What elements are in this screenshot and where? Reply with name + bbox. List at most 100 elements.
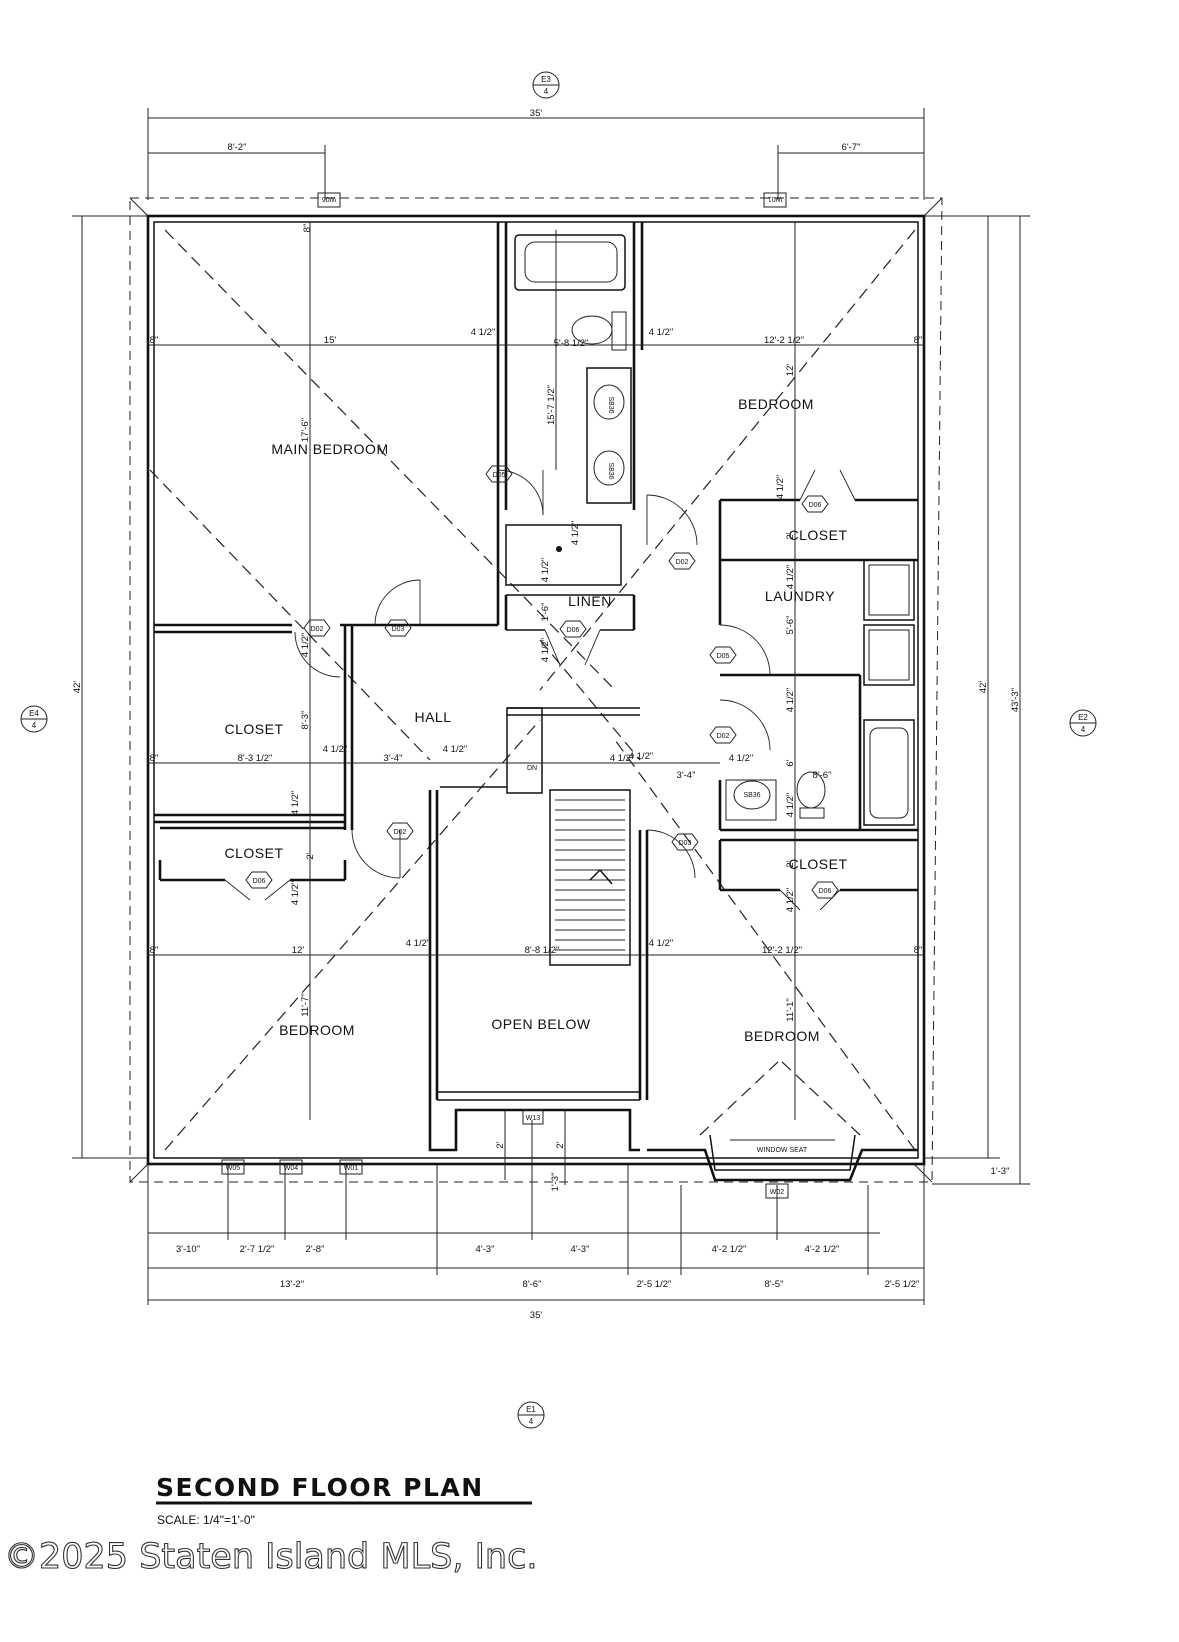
dimension-labels: 35' 8'-2" 6'-7" 42' 42' 43'-3" 8" 8" 15'… [72, 108, 1021, 1321]
dim-right-small: 1'-3" [991, 1166, 1010, 1177]
section-right-sheet: 4 [1081, 725, 1086, 734]
window-tag-w02: W02 [770, 1189, 785, 1196]
section-top-sheet: 4 [544, 87, 549, 96]
svg-text:D02: D02 [394, 829, 407, 836]
room-closet-e: CLOSET [788, 856, 847, 872]
label-window-seat: WINDOW SEAT [757, 1147, 808, 1154]
dim-bot1-f: 4'-2 1/2" [712, 1244, 747, 1255]
dim-main-height: 17'-6" [300, 418, 311, 442]
dim-bath-height: 15'-7 1/2" [546, 385, 557, 425]
dim-right-overall: 43'-3" [1010, 688, 1021, 712]
dim-bed-ne-height: 12' [785, 364, 796, 377]
dim-bed-sw-height: 11'-7" [300, 993, 311, 1017]
dim-top-right: 6'-7" [842, 142, 861, 153]
sink-tag-1: SB36 [607, 396, 614, 413]
room-bedroom-sw: BEDROOM [279, 1022, 355, 1038]
room-hall: HALL [414, 709, 451, 725]
window-tag-w13: W13 [526, 1115, 541, 1122]
svg-text:D02: D02 [676, 559, 689, 566]
dim-row3-b: 4 1/2" [649, 938, 674, 949]
section-marker-top: E3 4 [532, 71, 560, 99]
dim-closet-e-h: 2' [785, 860, 796, 867]
room-main-bedroom: MAIN BEDROOM [271, 441, 388, 457]
room-bedroom-ne: BEDROOM [738, 396, 814, 412]
window-tag-w01-bottom: W01 [344, 1165, 359, 1172]
door-tag-d06-linen: D06 [559, 620, 587, 638]
dim-row1-bath: 5'-8 1/2" [554, 338, 589, 349]
dim-row2-b: 4 1/2" [443, 744, 468, 755]
dim-row1-a: 4 1/2" [471, 327, 496, 338]
dim-top-overall: 35' [530, 108, 543, 119]
dimension-lines [72, 108, 1030, 1305]
plan-title: SECOND FLOOR PLAN [156, 1473, 484, 1502]
svg-text:D06: D06 [567, 627, 580, 634]
dim-row1-b: 4 1/2" [649, 327, 674, 338]
svg-text:D03: D03 [679, 840, 692, 847]
window-tags: W06 W01 W05 W04 W01 W13 W02 [226, 195, 785, 1196]
dim-bot2-e: 2'-5 1/2" [885, 1279, 920, 1290]
svg-text:D03: D03 [392, 626, 405, 633]
room-laundry: LAUNDRY [765, 588, 835, 604]
room-closet-w: CLOSET [224, 721, 283, 737]
dim-row2-bath: 8'-6" [813, 770, 832, 781]
dim-v-j: 4 1/2" [540, 558, 551, 583]
dim-v-f: 4 1/2" [785, 565, 796, 590]
dim-v-l: 4 1/2" [629, 751, 654, 762]
dim-bath2-height: 6' [785, 759, 796, 766]
dim-laundry-height: 5'-6" [785, 616, 796, 635]
window-tag-w01-top: W01 [768, 195, 783, 202]
svg-text:D05: D05 [717, 653, 730, 660]
dim-bot2-a: 13'-2" [280, 1279, 304, 1290]
door-tag-d02-bed-ne: D02 [668, 552, 696, 570]
dim-row2-a: 4 1/2" [323, 744, 348, 755]
door-tag-d05-main: D05 [485, 465, 513, 483]
section-bottom-sheet: 4 [529, 1417, 534, 1426]
dim-row1-bed: 12'-2 1/2" [764, 335, 804, 346]
dim-porch-b: 2' [555, 1141, 566, 1148]
dim-porch-a: 2' [495, 1141, 506, 1148]
svg-text:D02: D02 [311, 626, 324, 633]
dim-row3-a: 4 1/2" [406, 938, 431, 949]
section-right-id: E2 [1078, 713, 1088, 722]
dim-left-overall: 42' [72, 681, 83, 694]
dim-v-i: 4 1/2" [785, 888, 796, 913]
dim-right-inner: 42' [978, 681, 989, 694]
room-bedroom-se: BEDROOM [744, 1028, 820, 1044]
room-closet-sw: CLOSET [224, 845, 283, 861]
dim-bot2-d: 8'-5" [765, 1279, 784, 1290]
dim-bot1-g: 4'-2 1/2" [805, 1244, 840, 1255]
roof-hip-lines [149, 229, 916, 1151]
dim-row3-open: 8'-8 1/2" [525, 945, 560, 956]
dim-v-g: 4 1/2" [785, 688, 796, 713]
door-tag-d02-bath: D02 [709, 726, 737, 744]
dim-bot1-a: 3'-10" [176, 1244, 200, 1255]
section-marker-right: E2 4 [1069, 709, 1097, 737]
section-left-sheet: 4 [32, 721, 37, 730]
room-linen: LINEN [568, 593, 612, 609]
dim-linen-w: 1'-6" [540, 603, 551, 622]
door-tag-d05-laundry: D05 [709, 646, 737, 664]
dim-v-d: 4 1/2" [540, 638, 551, 663]
svg-text:D06: D06 [819, 888, 832, 895]
dim-row1-wall-l: 8" [150, 335, 159, 346]
dim-row3-wall-r: 8" [914, 945, 923, 956]
door-tag-d06-closet-sw: D06 [245, 871, 273, 889]
section-marker-bottom: E1 4 [517, 1401, 545, 1429]
door-tag-d02-closet: D02 [303, 619, 331, 637]
dim-closet-ne-h: 2' [785, 532, 796, 539]
door-tag-d06-closet-e: D06 [811, 881, 839, 899]
title-block: SECOND FLOOR PLAN SCALE: 1/4"=1'-0" [156, 1473, 532, 1527]
door-tag-d03-bed-se: D03 [671, 833, 699, 851]
dim-row2-c: 4 1/2" [610, 753, 635, 764]
dim-row2-wall-l: 8" [150, 753, 159, 764]
dim-v-h: 4 1/2" [785, 793, 796, 818]
section-left-id: E4 [29, 709, 39, 718]
door-tag-d02-bed-sw: D02 [386, 822, 414, 840]
dim-top-wall: 8" [302, 224, 313, 233]
dim-bed-se-height: 11'-1" [785, 998, 796, 1022]
svg-text:D05: D05 [493, 472, 506, 479]
dim-row1-wall-r: 8" [914, 335, 923, 346]
dim-row2-d: 4 1/2" [729, 753, 754, 764]
window-tag-boxes [221, 192, 789, 1199]
